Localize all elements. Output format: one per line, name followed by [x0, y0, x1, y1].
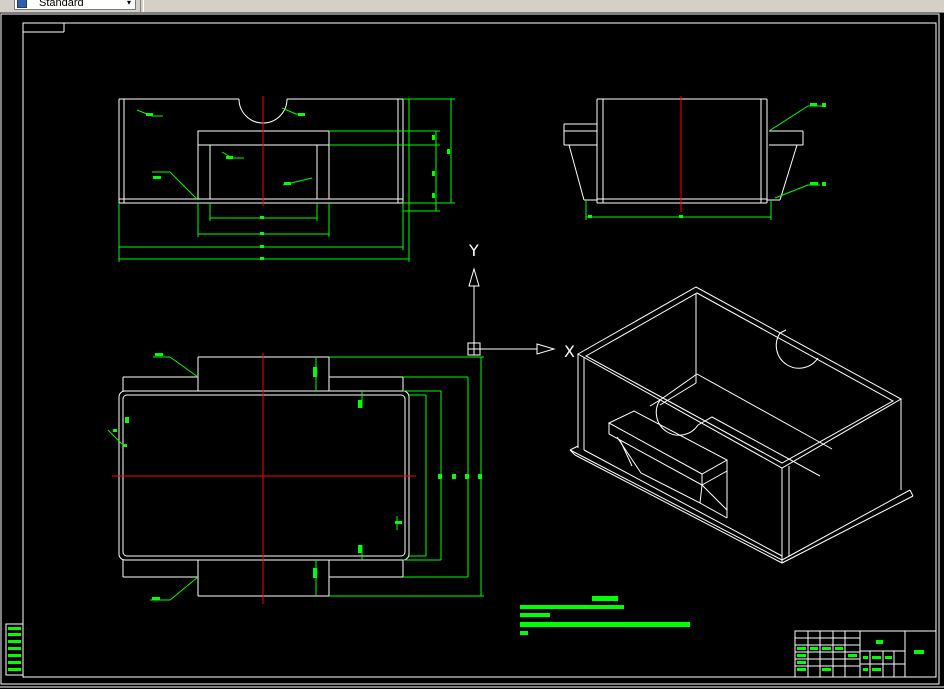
- chevron-down-icon[interactable]: ▾: [126, 0, 131, 7]
- ucs-icon: [467, 267, 556, 356]
- style-combo[interactable]: Standard ▾: [14, 0, 136, 10]
- toolbar: Standard ▾: [0, 0, 944, 13]
- revision-strip: [5, 623, 24, 676]
- title-block: [794, 630, 937, 678]
- front-view: [118, 96, 455, 262]
- style-combo-value: Standard: [39, 0, 84, 9]
- drawing-frame: [0, 13, 940, 685]
- technical-notes: [520, 596, 690, 635]
- side-view: [563, 96, 826, 220]
- ucs-x-label: X: [564, 342, 575, 361]
- isometric-view: [569, 286, 914, 564]
- drawing-canvas[interactable]: Y X: [0, 13, 944, 689]
- style-icon: [17, 0, 27, 8]
- toolbar-separator: [140, 0, 144, 12]
- ucs-y-label: Y: [468, 241, 479, 260]
- top-view: [107, 353, 484, 604]
